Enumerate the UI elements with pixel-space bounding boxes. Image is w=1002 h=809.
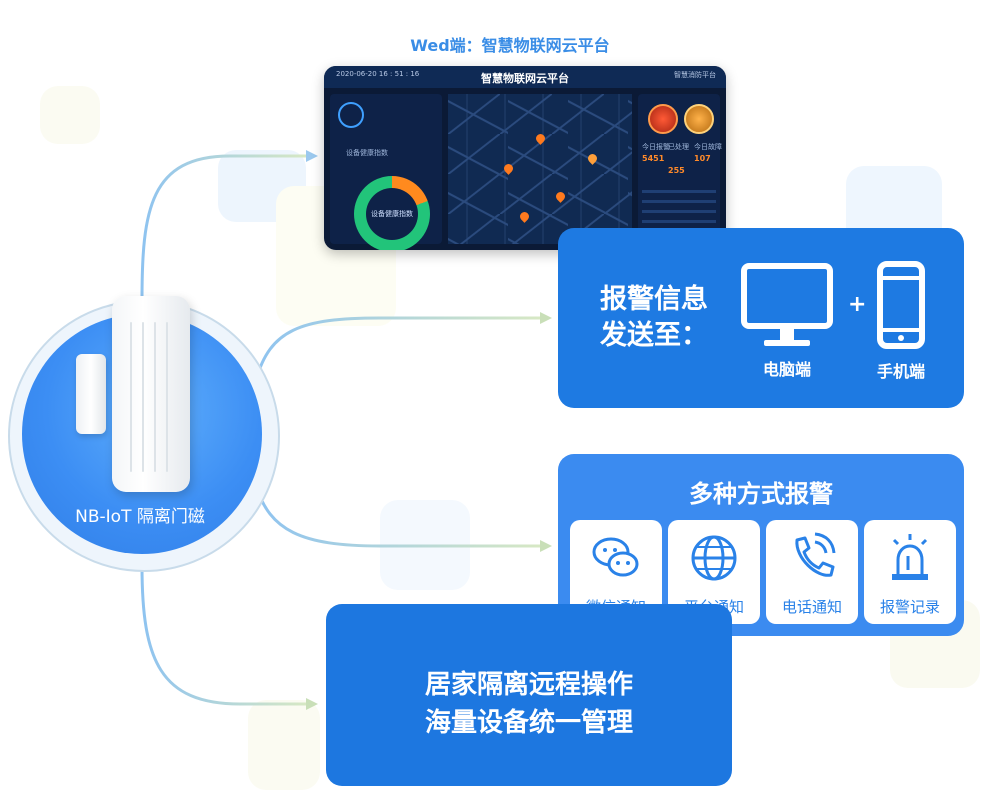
wechat-icon bbox=[592, 537, 639, 577]
alarm-methods-panel: 多种方式报警 微信通知 平台通知 电话通知 bbox=[558, 454, 964, 636]
stat-label: 已处理 bbox=[668, 143, 689, 151]
stat-label: 今日报警 bbox=[642, 143, 670, 151]
arrow-head bbox=[306, 150, 318, 162]
phone-label: 手机端 bbox=[876, 362, 925, 381]
web-platform-title: Wed端：智慧物联网云平台 bbox=[410, 36, 610, 55]
alert-title-line2: 发送至： bbox=[600, 320, 708, 351]
arrow-head bbox=[540, 540, 552, 552]
map-pin-icon bbox=[586, 152, 599, 165]
connector-to-methods bbox=[254, 485, 540, 548]
dashboard-left-panel: 设备健康指数 设备健康指数 bbox=[330, 94, 442, 250]
alert-destination-panel: 报警信息 发送至： 电脑端 + 手机端 bbox=[558, 228, 964, 408]
method-card-record: 报警记录 bbox=[864, 520, 956, 624]
globe-icon bbox=[691, 535, 737, 581]
plus-sign: + bbox=[848, 292, 867, 317]
alarm-icon bbox=[648, 104, 678, 134]
device-label: NB-IoT 隔离门磁 bbox=[75, 507, 205, 527]
decor-square bbox=[248, 700, 320, 790]
list-divider bbox=[642, 190, 716, 193]
phone-call-icon bbox=[795, 532, 836, 577]
warning-icon bbox=[684, 104, 714, 134]
map-pin-icon bbox=[502, 162, 515, 175]
list-divider bbox=[642, 220, 716, 223]
remote-text: 居家隔离远程操作 海量设备统一管理 bbox=[326, 666, 732, 742]
connector-to-remote bbox=[140, 565, 306, 706]
map-pin-icon bbox=[518, 210, 531, 223]
dashboard-header: 2020-06-20 16 : 51 : 16 智慧物联网云平台 智慧消防平台 bbox=[324, 66, 726, 88]
map-pin-icon bbox=[534, 132, 547, 145]
mobile-phone-icon bbox=[877, 261, 925, 349]
method-label: 电话通知 bbox=[781, 598, 842, 616]
list-divider bbox=[642, 200, 716, 203]
magnet-part-image bbox=[76, 354, 106, 434]
door-sensor-image bbox=[112, 296, 190, 492]
dashboard-time: 2020-06-20 16 : 51 : 16 bbox=[336, 70, 420, 78]
dashboard-right-panel: 今日报警 5451 已处理 255 今日故障 107 bbox=[638, 94, 722, 244]
map-pin-icon bbox=[554, 190, 567, 203]
remote-line2: 海量设备统一管理 bbox=[424, 708, 633, 738]
monitor-icon bbox=[741, 263, 833, 346]
connector-to-alert bbox=[254, 316, 540, 381]
arrow-head bbox=[540, 312, 552, 324]
method-card-phone: 电话通知 bbox=[766, 520, 858, 624]
alert-title: 报警信息 发送至： bbox=[600, 282, 708, 354]
dashboard-map bbox=[448, 94, 632, 244]
arrow-head bbox=[306, 698, 318, 710]
list-divider bbox=[642, 210, 716, 213]
stat-value: 255 bbox=[668, 166, 685, 175]
method-label: 报警记录 bbox=[879, 598, 940, 616]
stat-label: 今日故障 bbox=[694, 143, 722, 151]
methods-title: 多种方式报警 bbox=[689, 480, 833, 508]
stat-value: 107 bbox=[694, 154, 711, 163]
dashboard-section-label: 设备健康指数 bbox=[346, 149, 388, 157]
connector-to-web bbox=[140, 154, 306, 301]
remote-management-panel: 居家隔离远程操作 海量设备统一管理 bbox=[326, 604, 732, 786]
dashboard-link: 智慧消防平台 bbox=[674, 71, 716, 79]
dashboard-screenshot: 2020-06-20 16 : 51 : 16 智慧物联网云平台 智慧消防平台 … bbox=[324, 66, 726, 250]
alert-title-line1: 报警信息 bbox=[600, 284, 708, 315]
donut-label: 设备健康指数 bbox=[366, 188, 418, 240]
dashboard-title: 智慧物联网云平台 bbox=[481, 72, 569, 85]
stat-value: 5451 bbox=[642, 154, 665, 163]
computer-label: 电脑端 bbox=[762, 360, 811, 379]
alarm-light-icon bbox=[892, 534, 928, 580]
decor-square bbox=[40, 86, 100, 144]
remote-line1: 居家隔离远程操作 bbox=[424, 670, 633, 700]
health-donut: 设备健康指数 bbox=[354, 176, 430, 250]
status-ring-icon bbox=[338, 102, 364, 128]
